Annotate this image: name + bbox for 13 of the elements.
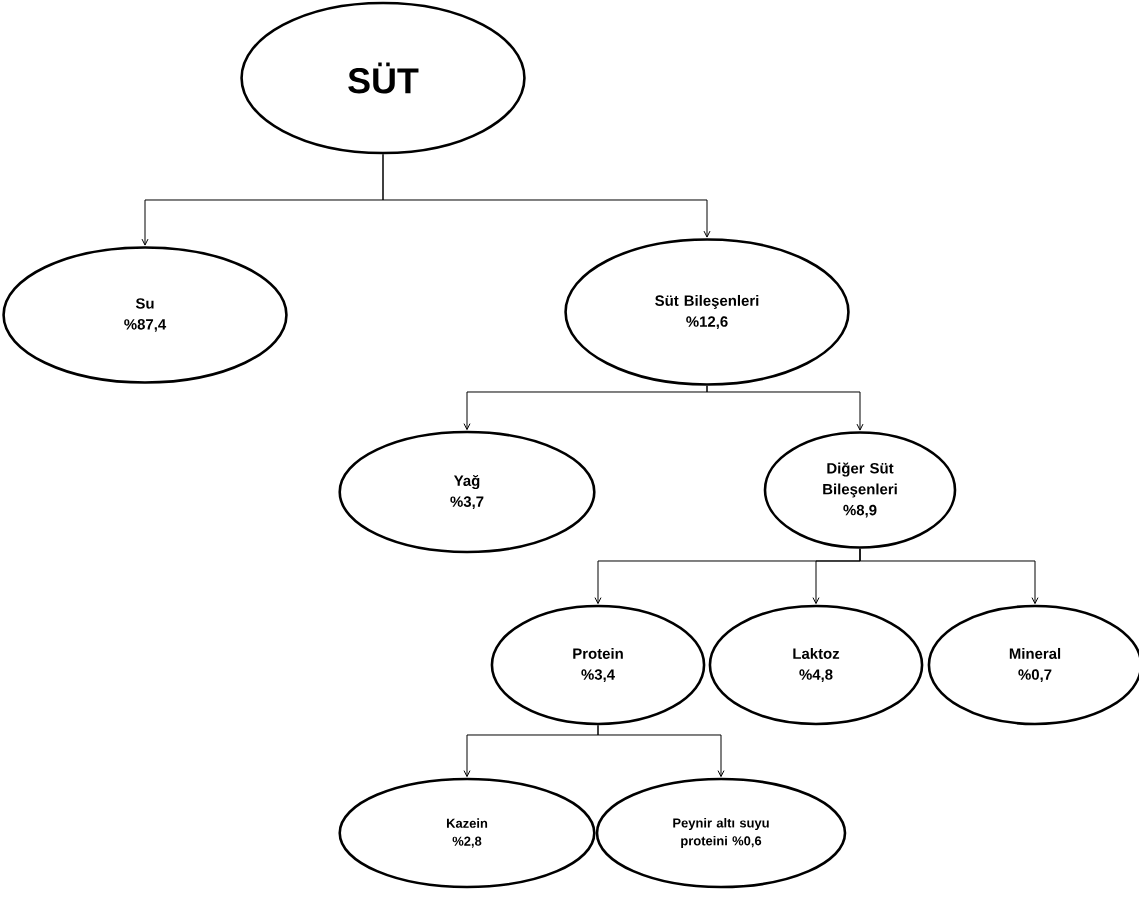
ellipse-node: Laktoz %4,8	[708, 604, 924, 726]
ellipse-node: Protein %3,4	[490, 604, 706, 726]
arrow	[859, 548, 1039, 605]
ellipse-node: SÜT	[240, 1, 526, 155]
ellipse-node: Yağ %3,7	[338, 430, 596, 554]
arrow	[382, 153, 711, 238]
ellipse-node: Süt Bileşenleri %12,6	[564, 238, 850, 386]
ellipse-node: Kazein %2,8	[338, 777, 596, 889]
arrow	[597, 724, 725, 778]
ellipse-node: Su %87,4	[2, 246, 288, 384]
ellipse-node: Peynir altı suyu proteini %0,6	[595, 777, 847, 889]
arrow	[706, 385, 864, 431]
ellipse-node: Diğer Süt Bileşenleri %8,9	[763, 431, 957, 549]
